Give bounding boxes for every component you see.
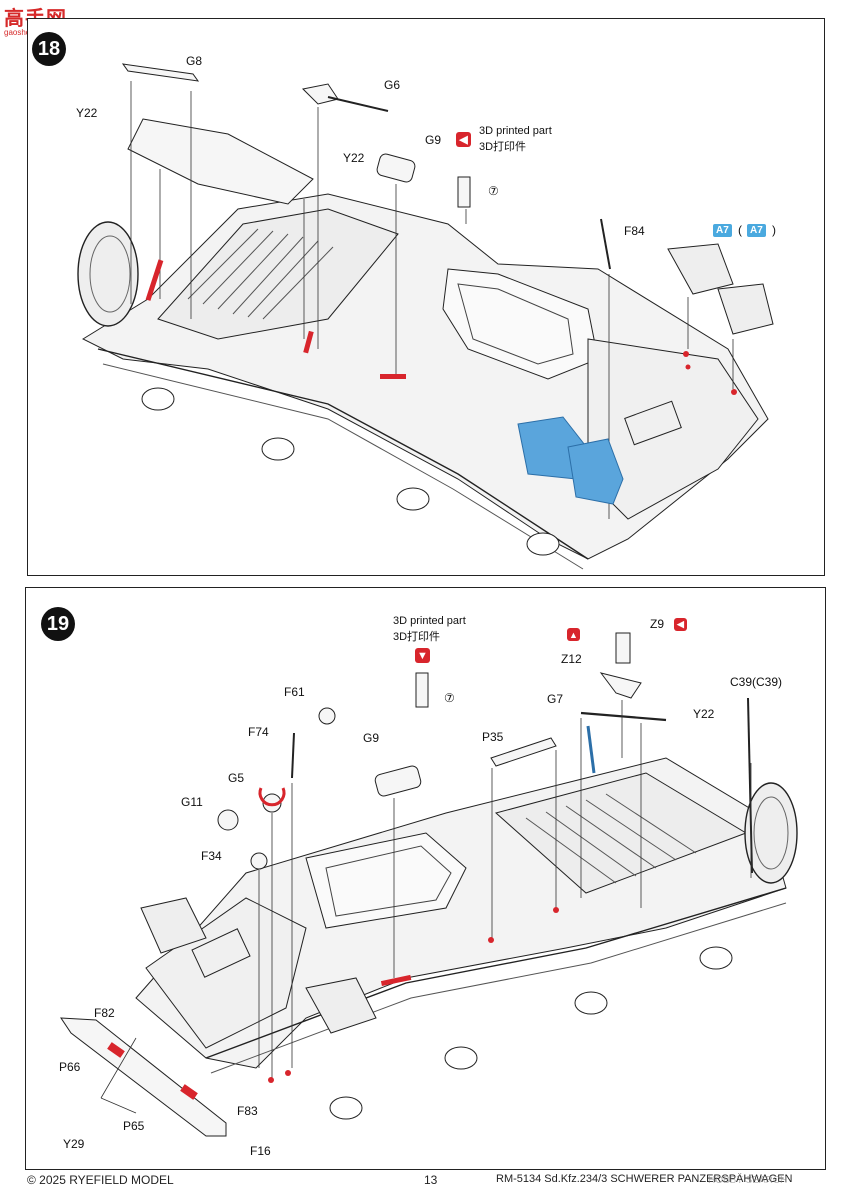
part-label-p66: P66: [59, 1060, 81, 1074]
printed-part-note: 3D printed part: [393, 615, 466, 627]
footer-product: RM-5134 Sd.Kfz.234/3 SCHWERER PANZERSPÄH…: [496, 1173, 793, 1185]
part-label-p65: P65: [123, 1119, 145, 1133]
part-label-f84: F84: [624, 224, 645, 238]
step-number-badge: 18: [32, 32, 66, 66]
part-label-g9: G9: [425, 133, 442, 147]
print-arrow-icon: ◀: [456, 132, 471, 147]
part-label-g11: G11: [181, 795, 203, 809]
part-badge-a7-alt: A7: [747, 224, 766, 237]
part-label-f16: F16: [250, 1144, 271, 1158]
part-label-g6: G6: [384, 78, 401, 92]
part-label-f74: F74: [248, 725, 269, 739]
step-number-badge: 19: [41, 607, 75, 641]
part-label-f82: F82: [94, 1006, 115, 1020]
part-label-g5: G5: [228, 771, 245, 785]
paren-close: ): [772, 223, 776, 237]
printed-part-note: 3D printed part: [479, 125, 552, 137]
part-label-y22-b: Y22: [343, 151, 365, 165]
step-19-assembly-drawing: [60, 632, 798, 1137]
printed-part-note-cn: 3D打印件: [393, 631, 441, 643]
part-label-f83: F83: [237, 1104, 258, 1118]
part-label-g7: G7: [547, 692, 564, 706]
footer-page-number: 13: [424, 1173, 438, 1187]
step-18-assembly-drawing: [77, 63, 774, 570]
callout-number-7: ⑦: [488, 184, 499, 198]
part-label-g8: G8: [186, 54, 203, 68]
paren-open: (: [738, 223, 742, 237]
part-label-p35: P35: [482, 730, 504, 744]
part-label-z9: Z9: [650, 617, 665, 631]
printed-part-note-cn: 3D打印件: [479, 141, 527, 153]
part-label-f34: F34: [201, 849, 222, 863]
part-label-y29: Y29: [63, 1137, 85, 1151]
part-label-y22: Y22: [76, 106, 98, 120]
step-19-panel: 19 3D printed part 3D打印件 ▼ ⑦ F61 F74 G5 …: [25, 587, 826, 1170]
part-label-f61: F61: [284, 685, 305, 699]
part-badge-a7: A7: [713, 224, 732, 237]
part-label-c39: C39(C39): [730, 675, 783, 689]
hobby-search-watermark: HOBBY SEARCH: [708, 1175, 788, 1186]
step-18-panel: 18 G8 Y22 G6 Y22 G9 F84 ⑦ ◀ 3D printed p…: [27, 18, 825, 576]
footer-copyright: © 2025 RYEFIELD MODEL: [27, 1173, 174, 1187]
part-label-y22: Y22: [693, 707, 715, 721]
print-arrow-icon-z9: ◀: [674, 618, 687, 631]
part-label-z12: Z12: [561, 652, 582, 666]
print-arrow-icon: ▼: [415, 648, 430, 663]
callout-number-7: ⑦: [444, 691, 455, 705]
part-label-g9: G9: [363, 731, 380, 745]
print-arrow-icon-z12: ▲: [567, 628, 580, 641]
